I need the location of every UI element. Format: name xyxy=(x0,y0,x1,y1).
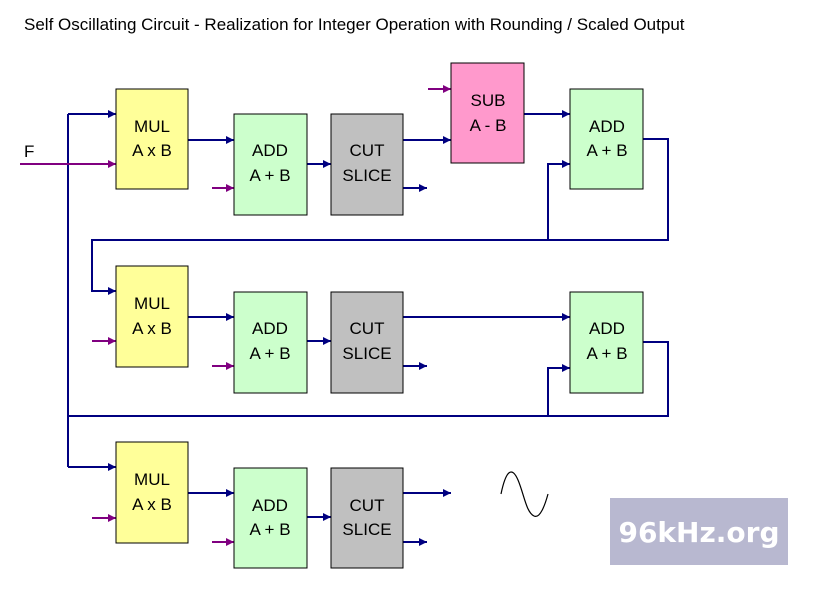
site-logo: 96kHz.org xyxy=(610,498,788,565)
mul-block-3: MUL A x B xyxy=(115,441,189,544)
wire-feedback-a-out xyxy=(91,138,669,295)
wire-feedback-b-out xyxy=(68,341,669,417)
add-block-3-title: ADD xyxy=(252,319,288,338)
sine-wave-icon xyxy=(500,471,549,517)
cut-block-2-op: SLICE xyxy=(342,344,391,363)
add-block-2: ADD A + B xyxy=(569,88,644,190)
add-block-3: ADD A + B xyxy=(233,291,308,394)
add-block-2-op: A + B xyxy=(586,141,627,160)
cut-block-2-title: CUT xyxy=(350,319,385,338)
mul-block-3-title: MUL xyxy=(134,470,170,489)
wire-feedback-b-in xyxy=(547,364,570,416)
cut-block-1-title: CUT xyxy=(350,141,385,160)
cut-block-3-title: CUT xyxy=(350,496,385,515)
add-block-5-op: A + B xyxy=(249,520,290,539)
mul-block-1-op: A x B xyxy=(132,141,172,160)
input-label-f: F xyxy=(24,142,34,161)
sub-block-op: A - B xyxy=(470,116,507,135)
add-block-2-title: ADD xyxy=(589,117,625,136)
add-block-1-op: A + B xyxy=(249,166,290,185)
add-block-5: ADD A + B xyxy=(233,467,308,569)
mul-block-3-op: A x B xyxy=(132,495,172,514)
add-block-1: ADD A + B xyxy=(233,113,308,216)
cut-block-1: CUT SLICE xyxy=(330,113,404,216)
add-block-3-op: A + B xyxy=(249,344,290,363)
cut-block-2: CUT SLICE xyxy=(330,291,404,394)
mul-block-2: MUL A x B xyxy=(115,265,189,368)
cut-block-3-op: SLICE xyxy=(342,520,391,539)
mul-block-1: MUL A x B xyxy=(115,88,189,190)
site-logo-text: 96kHz.org xyxy=(618,516,779,549)
wire-feedback-a-in xyxy=(547,160,570,240)
mul-block-1-title: MUL xyxy=(134,117,170,136)
add-block-4-title: ADD xyxy=(589,319,625,338)
add-block-5-title: ADD xyxy=(252,496,288,515)
diagram-title: Self Oscillating Circuit - Realization f… xyxy=(24,15,685,34)
add-block-4-op: A + B xyxy=(586,344,627,363)
mul-block-2-op: A x B xyxy=(132,319,172,338)
sub-block-title: SUB xyxy=(471,91,506,110)
mul-block-2-title: MUL xyxy=(134,294,170,313)
add-block-1-title: ADD xyxy=(252,141,288,160)
sub-block: SUB A - B xyxy=(450,62,525,164)
cut-block-1-op: SLICE xyxy=(342,166,391,185)
add-block-4: ADD A + B xyxy=(569,291,644,394)
cut-block-3: CUT SLICE xyxy=(330,467,404,569)
wires xyxy=(67,110,669,546)
input-arrows xyxy=(20,85,451,546)
